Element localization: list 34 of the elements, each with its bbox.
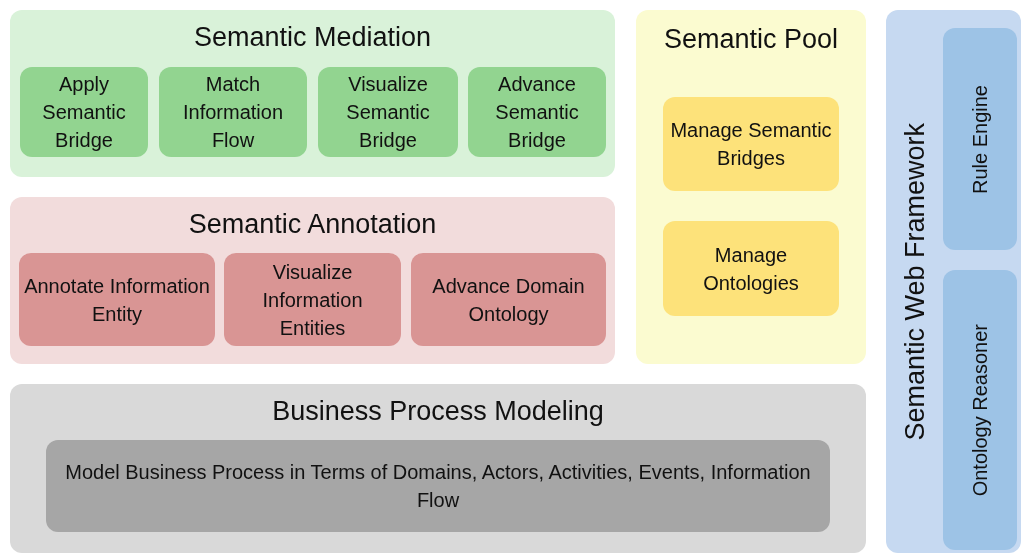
process-box [318,67,458,157]
process-box [46,440,830,532]
box-label: Manage Ontologies [702,242,800,296]
box-label: Apply Semantic Bridge [41,72,127,153]
panel-title: Semantic Mediation [192,22,433,53]
process-box [943,28,1017,250]
process-box [19,253,215,346]
group-panel [10,10,615,177]
box-label: Ontology Reasoner [968,323,992,497]
box-label: Advance Semantic Bridge [494,72,580,153]
process-box [159,67,307,157]
panel-title: Business Process Modeling [271,396,605,427]
box-label: Model Business Process in Terms of Domains, Actors, Activities, Events, Information Flow [64,460,812,513]
box-label: Match Information Flow [181,72,285,153]
box-label: Advance Domain Ontology [431,273,586,327]
process-box [411,253,606,346]
process-box [663,221,839,316]
process-box [468,67,606,157]
panel-title: Semantic Web Framework [900,122,931,441]
group-panel [10,384,866,553]
process-box [663,97,839,191]
panel-title: Semantic Pool [662,24,840,55]
group-panel [10,197,615,364]
box-label: Visualize Semantic Bridge [345,72,431,153]
process-box [943,270,1017,550]
process-box [224,253,401,346]
group-panel [886,10,1021,553]
box-label: Manage Semantic Bridges [669,118,833,171]
box-label: Visualize Information Entities [261,259,364,341]
box-label: Annotate Information Entity [23,273,211,327]
process-box [20,67,148,157]
box-label: Rule Engine [968,84,992,194]
panel-title: Semantic Annotation [187,209,438,240]
group-panel [636,10,866,364]
